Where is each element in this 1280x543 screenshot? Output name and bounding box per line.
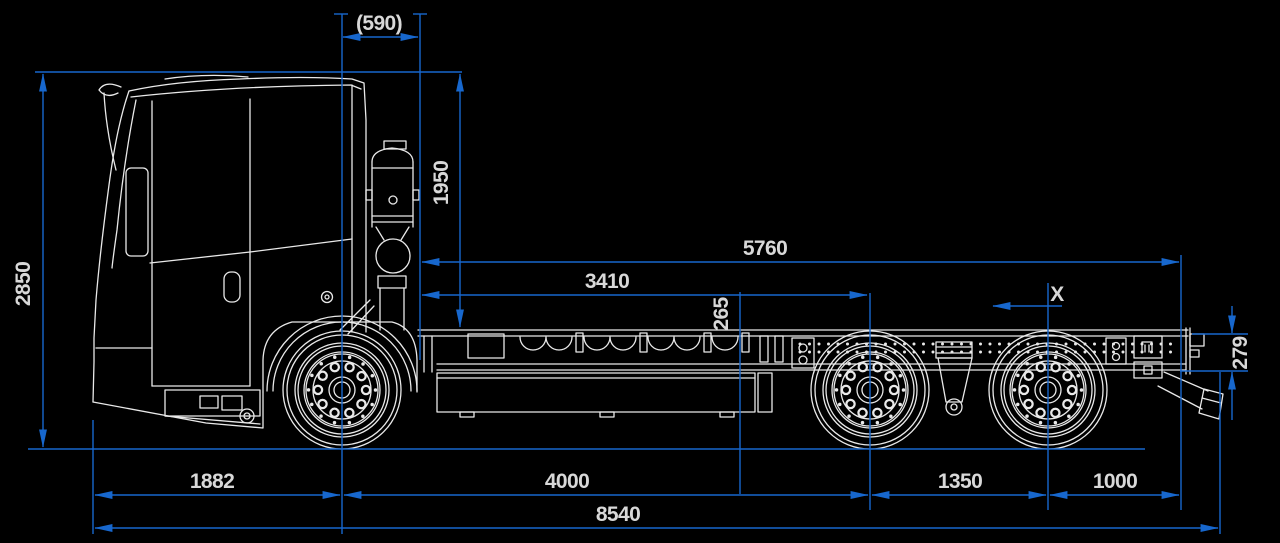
dim-label-cab-above-frame: 1950	[430, 161, 453, 205]
dim-label-front-overhang: 1882	[190, 470, 234, 493]
dim-rear-overhang: 1000	[1049, 470, 1180, 499]
dim-label-top-offset: (590)	[356, 12, 402, 35]
dim-label-frame-height-mid: 265	[710, 296, 733, 330]
dim-wheelbase: 4000	[343, 470, 869, 499]
cab	[92, 74, 418, 429]
dim-cab-to-axle: 3410	[421, 270, 868, 299]
dim-label-bogie-spread: 1350	[938, 470, 982, 493]
cab-step	[164, 389, 261, 425]
dim-label-max-body-length: 5760	[743, 237, 787, 260]
cable-festoons	[519, 336, 739, 351]
dim-variable-x: X	[992, 283, 1065, 310]
dim-front-overhang: 1882	[94, 470, 341, 499]
mirror	[98, 83, 149, 257]
dim-bogie-spread: 1350	[871, 470, 1047, 499]
dim-label-frame-height-rear: 279	[1229, 336, 1252, 369]
dim-max-body-length: 5760	[421, 237, 1182, 510]
door-handle	[223, 271, 241, 303]
side-equipment-box	[436, 372, 773, 418]
rear-underrun-guard	[1157, 371, 1224, 420]
dimension-annotations: 2850 1950 (590) 5760 3410	[12, 12, 1252, 534]
cab-emblem	[320, 290, 334, 304]
rear-suspension	[791, 333, 1205, 416]
dim-label-cab-to-axle: 3410	[585, 270, 629, 293]
dim-label-overall-length: 8540	[596, 503, 640, 526]
air-reservoir-sphere	[375, 238, 411, 274]
dim-cab-above-frame: 1950	[430, 73, 464, 328]
dim-overall-length: 8540	[94, 503, 1219, 532]
dim-label-rear-overhang: 1000	[1093, 470, 1137, 493]
dim-top-offset: (590)	[334, 12, 427, 534]
dim-frame-height-rear: 279	[1180, 306, 1252, 420]
cab-door	[149, 98, 353, 387]
dim-label-variable-x: X	[1050, 283, 1064, 306]
dim-frame-height-mid: 265	[710, 292, 741, 494]
roof-hatch	[164, 74, 249, 80]
dim-label-overall-height: 2850	[12, 262, 35, 306]
behind-cab-tank	[339, 140, 420, 335]
dim-overall-height: 2850	[12, 73, 47, 448]
dim-label-wheelbase: 4000	[545, 470, 589, 493]
